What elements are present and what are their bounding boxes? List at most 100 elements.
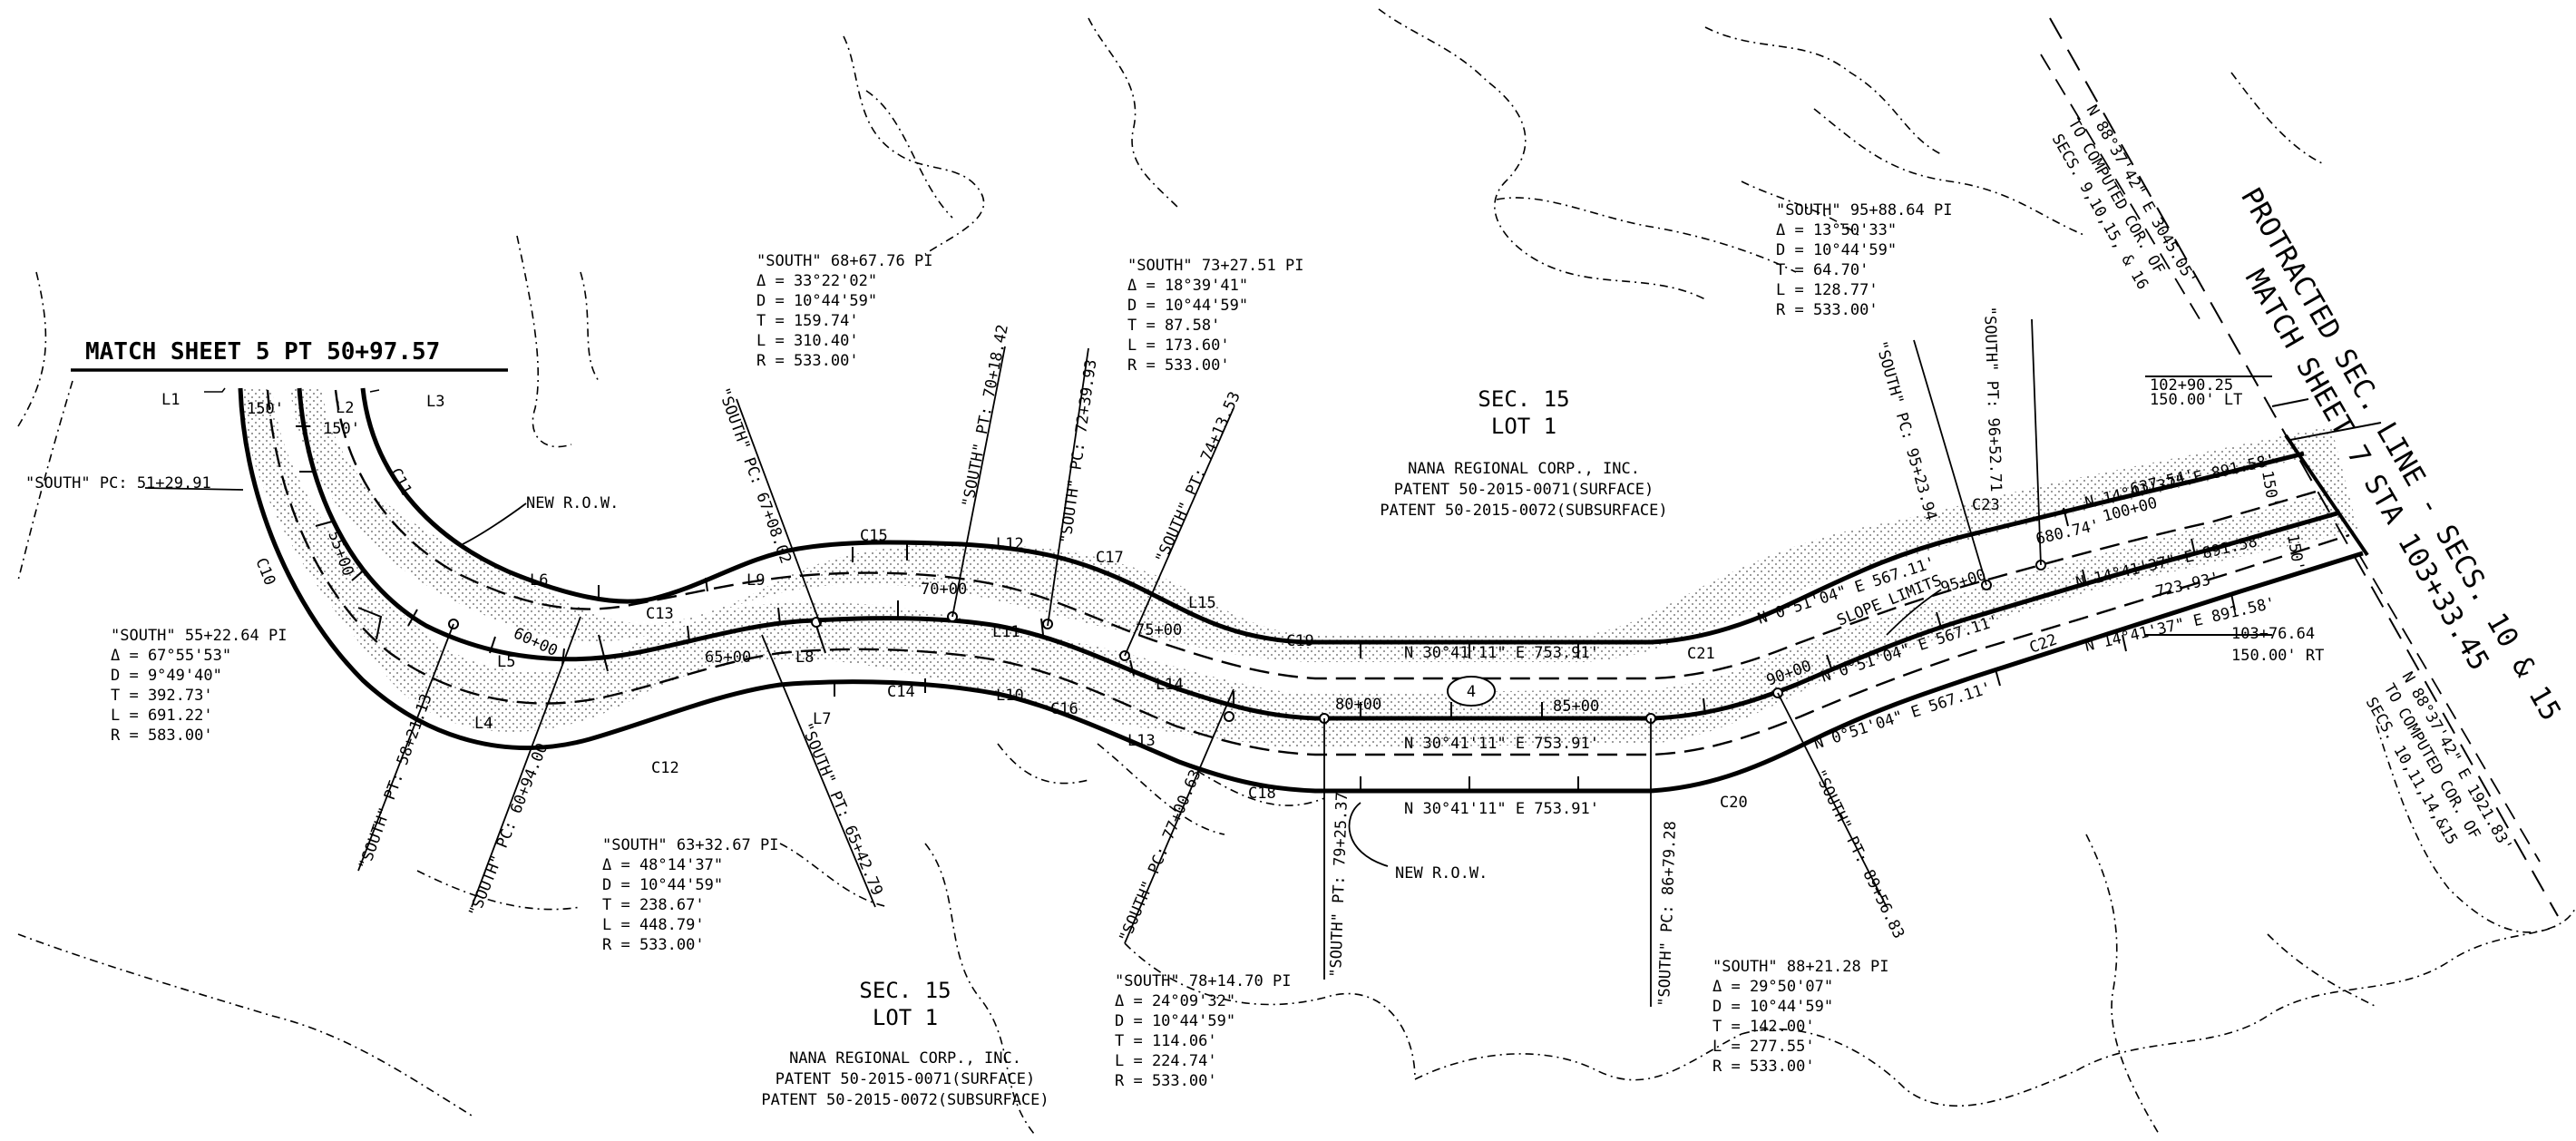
svg-text:T = 238.67': T = 238.67' [602, 896, 705, 914]
svg-text:"SOUTH" 73+27.51 PI: "SOUTH" 73+27.51 PI [1127, 257, 1303, 275]
terrain-contours [17, 8, 2576, 1135]
match-lines [71, 17, 2559, 917]
svg-text:103+76.64: 103+76.64 [2231, 625, 2315, 643]
svg-text:"SOUTH" 88+21.28 PI: "SOUTH" 88+21.28 PI [1712, 958, 1888, 976]
curve-table-68: "SOUTH" 68+67.76 PI Δ = 33°22'02" D = 10… [756, 252, 932, 370]
svg-text:L12: L12 [996, 535, 1024, 553]
svg-text:T = 114.06': T = 114.06' [1115, 1032, 1217, 1050]
svg-text:"SOUTH" PC: 77+00.63: "SOUTH" PC: 77+00.63 [1116, 767, 1205, 945]
row-line-north [360, 387, 2305, 645]
svg-text:Δ = 33°22'02": Δ = 33°22'02" [756, 272, 877, 290]
svg-text:L = 310.40': L = 310.40' [756, 332, 859, 350]
svg-text:C19: C19 [1286, 632, 1314, 650]
end-station-left: 102+90.25 150.00' LT [2150, 376, 2242, 409]
section-block-upper: SEC. 15 LOT 1 NANA REGIONAL CORP., INC. … [1380, 386, 1667, 520]
svg-text:N 30°41'11" E 753.91': N 30°41'11" E 753.91' [1404, 800, 1599, 818]
svg-text:C20: C20 [1720, 794, 1748, 812]
svg-text:D = 9°49'40": D = 9°49'40" [111, 667, 222, 685]
svg-text:LOT 1: LOT 1 [1491, 414, 1556, 439]
svg-text:L = 128.77': L = 128.77' [1776, 281, 1878, 299]
svg-text:T = 87.58': T = 87.58' [1127, 317, 1220, 335]
svg-text:"SOUTH" PC: 95+23.94: "SOUTH" PC: 95+23.94 [1871, 339, 1940, 522]
svg-text:65+00: 65+00 [705, 649, 751, 667]
svg-text:"SOUTH" 63+32.67 PI: "SOUTH" 63+32.67 PI [602, 836, 778, 854]
svg-text:C10: C10 [251, 555, 278, 588]
svg-text:L = 448.79': L = 448.79' [602, 916, 705, 934]
svg-text:LOT 1: LOT 1 [873, 1005, 938, 1030]
match-sheet-left: MATCH SHEET 5 PT 50+97.57 [85, 338, 440, 366]
svg-text:L15: L15 [1188, 594, 1216, 612]
svg-text:R = 533.00': R = 533.00' [602, 936, 705, 954]
svg-text:Δ = 29°50'07": Δ = 29°50'07" [1712, 978, 1833, 996]
svg-text:SEC. 15: SEC. 15 [1478, 386, 1569, 412]
svg-text:R = 533.00': R = 533.00' [756, 352, 859, 370]
svg-text:PATENT 50-2015-0071(SURFACE): PATENT 50-2015-0071(SURFACE) [1394, 481, 1654, 499]
svg-text:N 0°51'04" E 567.11': N 0°51'04" E 567.11' [1811, 678, 1994, 753]
svg-text:R = 533.00': R = 533.00' [1712, 1058, 1815, 1076]
svg-text:PATENT 50-2015-0071(SURFACE): PATENT 50-2015-0071(SURFACE) [776, 1070, 1036, 1088]
corner-note-top: N 88°37'42" E 3045.05' TO COMPUTED COR. … [2048, 102, 2200, 293]
svg-text:C15: C15 [860, 527, 888, 545]
svg-text:723.93': 723.93' [2154, 569, 2221, 601]
svg-text:R = 583.00': R = 583.00' [111, 727, 213, 745]
svg-text:C23: C23 [1972, 496, 2000, 514]
svg-text:"SOUTH" PC: 67+08.02: "SOUTH" PC: 67+08.02 [714, 385, 795, 566]
svg-text:L3: L3 [426, 393, 444, 411]
svg-text:102+90.25: 102+90.25 [2150, 376, 2233, 395]
corner-note-bottom: N 88°37'42" E 1921.83' TO COMPUTED COR. … [2362, 669, 2516, 855]
width-labels: 150' 150' 150' 150' [247, 400, 2308, 572]
row-line-south [238, 387, 2364, 794]
svg-text:D = 10°44'59": D = 10°44'59" [756, 292, 877, 310]
svg-text:"SOUTH" 55+22.64 PI: "SOUTH" 55+22.64 PI [111, 627, 287, 645]
curve-table-95: "SOUTH" 95+88.64 PI Δ = 13°50'33" D = 10… [1776, 201, 1952, 319]
curve-table-78: "SOUTH" 78+14.70 PI Δ = 24°09'32" D = 10… [1115, 972, 1291, 1090]
curve-table-63: "SOUTH" 63+32.67 PI Δ = 48°14'37" D = 10… [602, 836, 778, 954]
svg-text:C21: C21 [1687, 645, 1715, 663]
svg-text:"SOUTH" PT: 58+21.13: "SOUTH" PT: 58+21.13 [356, 692, 436, 873]
svg-text:"SOUTH" PT: 89+56.83: "SOUTH" PT: 89+56.83 [1810, 766, 1908, 941]
station-ticks [296, 425, 2236, 791]
svg-text:L4: L4 [474, 715, 493, 733]
svg-text:75+00: 75+00 [1136, 621, 1182, 639]
curve-table-73: "SOUTH" 73+27.51 PI Δ = 18°39'41" D = 10… [1127, 257, 1303, 375]
svg-text:C16: C16 [1050, 700, 1078, 718]
sheet-number: 4 [1467, 683, 1476, 701]
svg-text:Δ = 67°55'53": Δ = 67°55'53" [111, 647, 231, 665]
svg-text:L = 173.60': L = 173.60' [1127, 336, 1230, 355]
svg-text:T = 142.00': T = 142.00' [1712, 1018, 1815, 1036]
svg-text:D = 10°44'59": D = 10°44'59" [1127, 297, 1248, 315]
svg-text:L8: L8 [795, 649, 814, 667]
svg-text:"SOUTH" 68+67.76 PI: "SOUTH" 68+67.76 PI [756, 252, 932, 270]
svg-text:150': 150' [247, 400, 284, 418]
svg-text:Δ = 48°14'37": Δ = 48°14'37" [602, 856, 723, 874]
svg-text:D = 10°44'59": D = 10°44'59" [1115, 1012, 1235, 1030]
svg-text:L6: L6 [530, 571, 548, 590]
svg-text:680.74': 680.74' [2034, 516, 2102, 549]
centerline [297, 387, 2341, 721]
svg-text:L = 224.74': L = 224.74' [1115, 1052, 1217, 1070]
svg-text:"SOUTH" PC: 60+94.00: "SOUTH" PC: 60+94.00 [465, 741, 551, 920]
svg-text:150': 150' [2258, 469, 2282, 509]
svg-text:Δ = 13°50'33": Δ = 13°50'33" [1776, 221, 1897, 239]
svg-text:"SOUTH" PC: 86+79.28: "SOUTH" PC: 86+79.28 [1655, 821, 1680, 1007]
svg-text:L13: L13 [1127, 732, 1156, 750]
svg-text:D = 10°44'59": D = 10°44'59" [1776, 241, 1897, 259]
svg-text:Δ = 24°09'32": Δ = 24°09'32" [1115, 992, 1235, 1010]
svg-text:NANA REGIONAL CORP., INC.: NANA REGIONAL CORP., INC. [789, 1049, 1021, 1068]
svg-text:R = 533.00': R = 533.00' [1776, 301, 1878, 319]
svg-text:N 30°41'11" E 753.91': N 30°41'11" E 753.91' [1404, 644, 1599, 662]
svg-text:NEW R.O.W.: NEW R.O.W. [526, 494, 619, 512]
section-block-lower: SEC. 15 LOT 1 NANA REGIONAL CORP., INC. … [761, 978, 1049, 1109]
svg-text:SEC. 15: SEC. 15 [859, 978, 951, 1003]
svg-text:L2: L2 [336, 399, 354, 417]
svg-text:L14: L14 [1156, 676, 1184, 694]
svg-text:L10: L10 [996, 687, 1024, 705]
svg-text:C13: C13 [646, 605, 674, 623]
svg-text:C17: C17 [1096, 549, 1124, 567]
svg-text:"SOUTH" PT: 65+42.79: "SOUTH" PT: 65+42.79 [796, 720, 885, 898]
svg-text:PATENT 50-2015-0072(SUBSURFACE: PATENT 50-2015-0072(SUBSURFACE) [761, 1091, 1049, 1109]
row-lines [238, 387, 2364, 794]
svg-text:"SOUTH" PT: 96+52.71: "SOUTH" PT: 96+52.71 [1980, 306, 2005, 492]
svg-text:R = 533.00': R = 533.00' [1127, 356, 1230, 375]
